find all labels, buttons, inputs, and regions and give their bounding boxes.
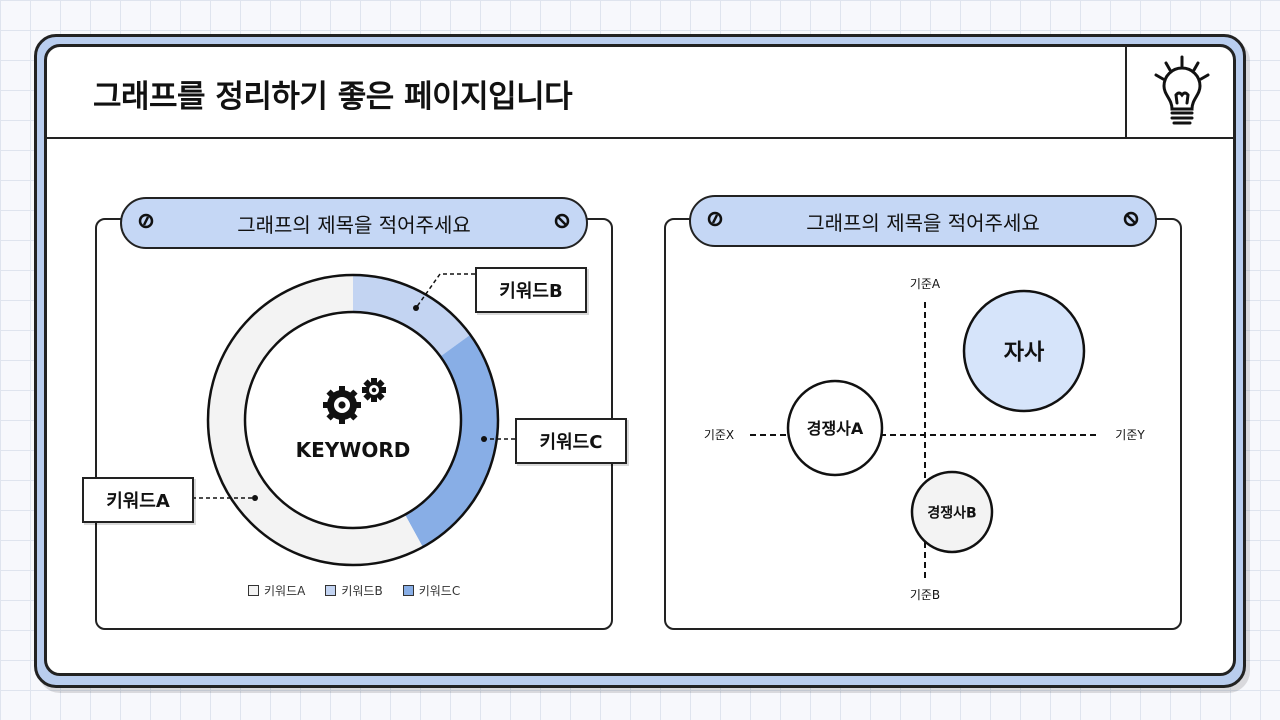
donut-chart-title-ribbon: 그래프의 제목을 적어주세요	[120, 197, 588, 249]
legend-item-c: 키워드C	[402, 582, 460, 599]
donut-center-label: KEYWORD	[296, 438, 411, 462]
label-keyword-b: 키워드B	[475, 267, 587, 313]
gears-icon	[323, 378, 386, 424]
screw-icon	[1123, 211, 1139, 227]
donut-chart-title: 그래프의 제목을 적어주세요	[237, 212, 471, 237]
donut-slice-a	[208, 275, 423, 565]
axis-label-top: 기준A	[910, 277, 941, 291]
donut-chart: KEYWORD	[192, 273, 515, 567]
donut-outer-ring	[206, 273, 500, 567]
gear-axle	[371, 387, 377, 393]
header-divider	[47, 137, 1233, 139]
axis-label-left: 기준X	[704, 428, 734, 442]
screw-icon	[138, 213, 154, 229]
axis-label-bottom: 기준B	[910, 588, 940, 602]
lightbulb-icon	[1154, 55, 1210, 125]
page-title: 그래프를 정리하기 좋은 페이지입니다	[93, 79, 573, 115]
donut-slice-b	[353, 275, 471, 357]
positioning-map-title-ribbon: 그래프의 제목을 적어주세요	[689, 195, 1157, 247]
screw-icon	[707, 211, 723, 227]
legend-item-b: 키워드B	[325, 582, 383, 599]
donut-legend: 키워드A 키워드B 키워드C	[248, 582, 460, 599]
legend-item-a: 키워드A	[248, 582, 305, 599]
bubble	[910, 470, 994, 554]
bubble-label: 경쟁사B	[927, 504, 976, 521]
positioning-map-panel	[664, 218, 1182, 630]
donut-slice-c	[405, 334, 498, 548]
gear-tooth	[371, 378, 377, 385]
bubble	[962, 289, 1086, 413]
bubble	[786, 379, 884, 477]
gear-axle	[338, 401, 346, 409]
label-keyword-a: 키워드A	[82, 477, 194, 523]
positioning-map-title: 그래프의 제목을 적어주세요	[806, 210, 1040, 235]
leader-dot	[413, 305, 419, 311]
leader-dot	[252, 495, 258, 501]
gear-tooth	[339, 417, 345, 424]
gear-tooth	[339, 386, 345, 393]
leader-line	[415, 273, 475, 309]
header-vertical-divider	[1125, 47, 1127, 138]
bubble-label: 경쟁사A	[807, 419, 864, 438]
screw-icon	[554, 213, 570, 229]
leader-dot	[481, 436, 487, 442]
axis-label-right: 기준Y	[1115, 428, 1145, 442]
label-keyword-c: 키워드C	[515, 418, 627, 464]
bubble-label: 자사	[1004, 340, 1045, 365]
gear-tooth	[371, 395, 377, 402]
